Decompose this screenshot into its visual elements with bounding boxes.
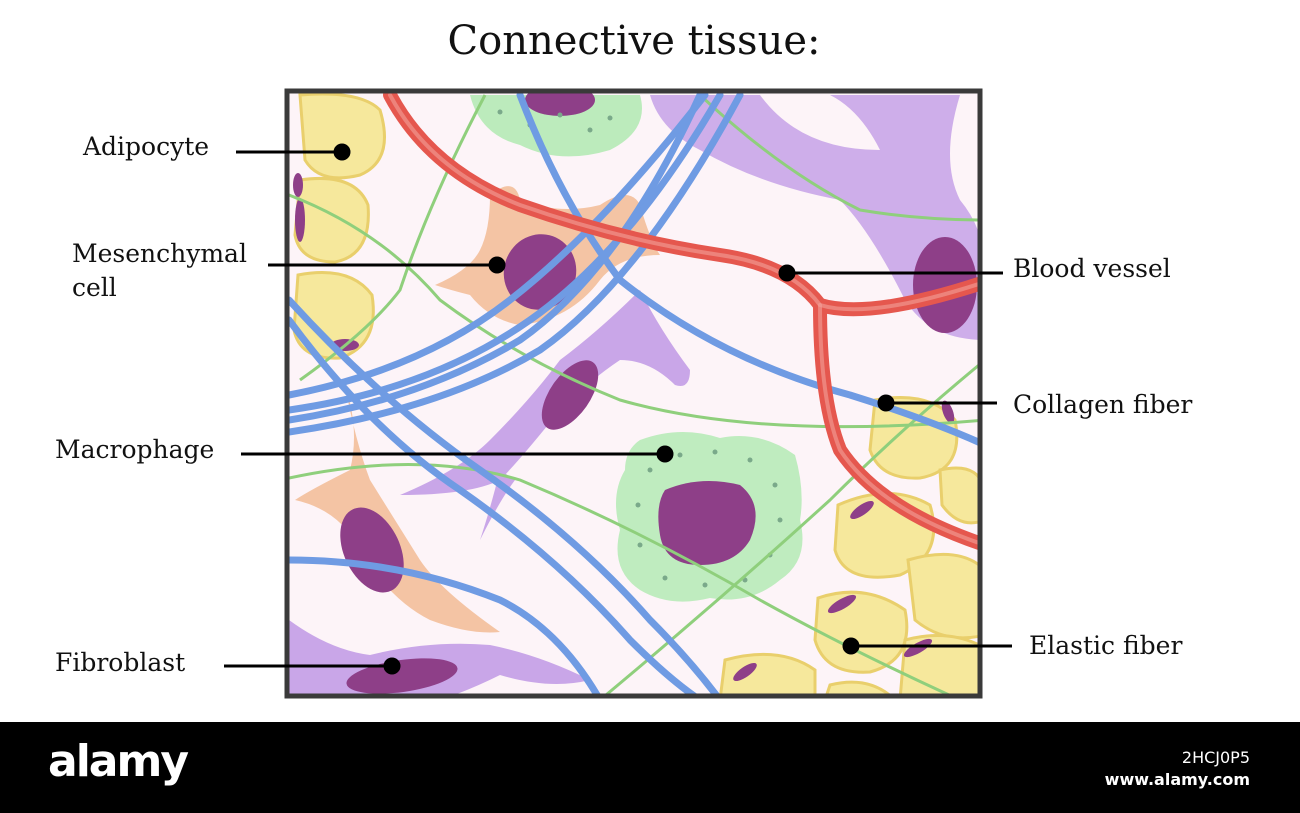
- diagram-title: Connective tissue:: [447, 18, 821, 64]
- label-macrophage: Macrophage: [55, 435, 215, 464]
- collagen-fibers: [289, 93, 978, 694]
- leader-mesenchymal: [268, 256, 506, 274]
- leader-collagen-fiber: [877, 394, 997, 412]
- fibroblast-top-right: [650, 95, 978, 340]
- brand-logo: alamy: [48, 736, 189, 787]
- leader-macrophage: [241, 445, 674, 463]
- blood-vessel-shape: [383, 93, 978, 550]
- site-url: www.alamy.com: [1104, 770, 1250, 789]
- watermark-footer: alamy 2HCJ0P5 www.alamy.com: [0, 722, 1300, 813]
- label-elastic-fiber: Elastic fiber: [1029, 631, 1183, 660]
- label-collagen-fiber: Collagen fiber: [1013, 390, 1193, 419]
- label-blood-vessel: Blood vessel: [1013, 254, 1171, 283]
- label-fibroblast: Fibroblast: [55, 648, 186, 677]
- image-id: 2HCJ0P5: [1181, 748, 1250, 767]
- leader-adipocyte: [236, 143, 351, 161]
- diagram-frame: [284, 88, 983, 699]
- label-mesenchymal-cell: Mesenchymal cell: [72, 237, 272, 305]
- label-adipocyte: Adipocyte: [83, 132, 210, 161]
- adipocyte-cluster-right: [719, 396, 978, 694]
- macrophage-top: [470, 93, 642, 157]
- leader-fibroblast: [224, 657, 401, 675]
- leader-blood-vessel: [778, 264, 1003, 282]
- label-mesenchymal-line2: cell: [72, 273, 117, 302]
- connective-tissue-diagram: [224, 88, 1012, 699]
- label-mesenchymal-line1: Mesenchymal: [72, 239, 247, 268]
- leader-elastic-fiber: [842, 637, 1012, 655]
